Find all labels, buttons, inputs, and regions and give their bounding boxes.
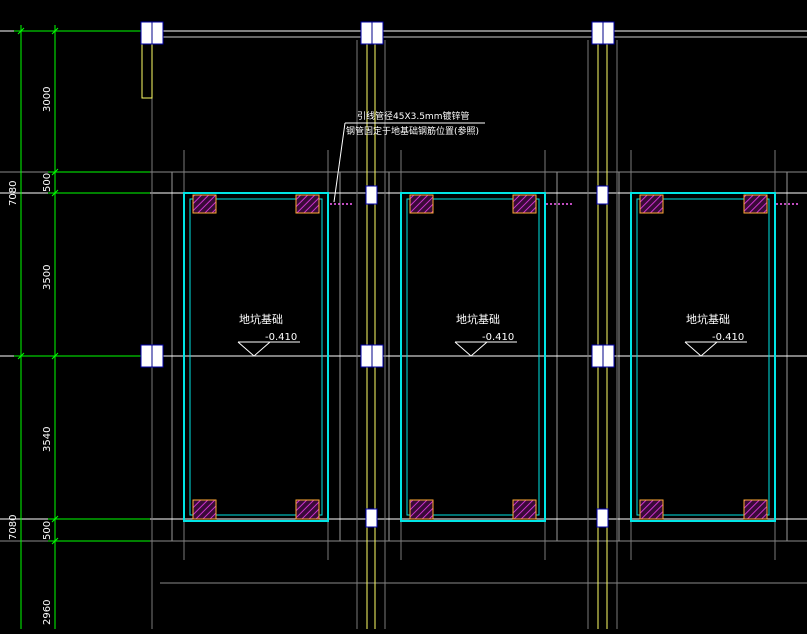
dim-3500: 3500 (42, 265, 53, 290)
foundation-elevation: -0.410 (712, 332, 744, 343)
pit-outlines (183, 192, 776, 522)
foundation-label: 地坑基础 (686, 312, 730, 326)
dimension-chain (14, 25, 150, 629)
dim-3000: 3000 (42, 87, 53, 112)
column-crosshairs (151, 22, 604, 367)
foundation-label: 地坑基础 (239, 312, 283, 326)
elevation-marker (684, 341, 718, 357)
foundation-elevation: -0.410 (265, 332, 297, 343)
annotation-line1: 引线管径45X3.5mm镀锌管 (357, 110, 469, 122)
elevation-marker (237, 341, 271, 357)
corner-pads (192, 194, 768, 520)
annotation-leader (333, 122, 485, 203)
dim-500-bottom: 500 (42, 521, 53, 540)
dim-2960: 2960 (42, 600, 53, 625)
dim-7080-top: 7080 (8, 181, 19, 206)
dim-7080-bottom: 7080 (8, 515, 19, 540)
foundation-label: 地坑基础 (456, 312, 500, 326)
dimension-texts: 3000 500 3500 3540 500 2960 7080 7080 (8, 87, 53, 625)
foundation-3: 地坑基础 -0.410 (684, 312, 747, 357)
elevation-marker (454, 341, 488, 357)
dim-500-top: 500 (42, 173, 53, 192)
dim-3540: 3540 (42, 427, 53, 452)
foundation-1: 地坑基础 -0.410 (237, 312, 300, 357)
annotation-line2: 钢管固定于地基础钢筋位置(参照) (346, 125, 479, 137)
small-columns (365, 185, 609, 528)
column-lines (141, 40, 608, 629)
foundation-elevation: -0.410 (482, 332, 514, 343)
foundation-2: 地坑基础 -0.410 (454, 312, 517, 357)
